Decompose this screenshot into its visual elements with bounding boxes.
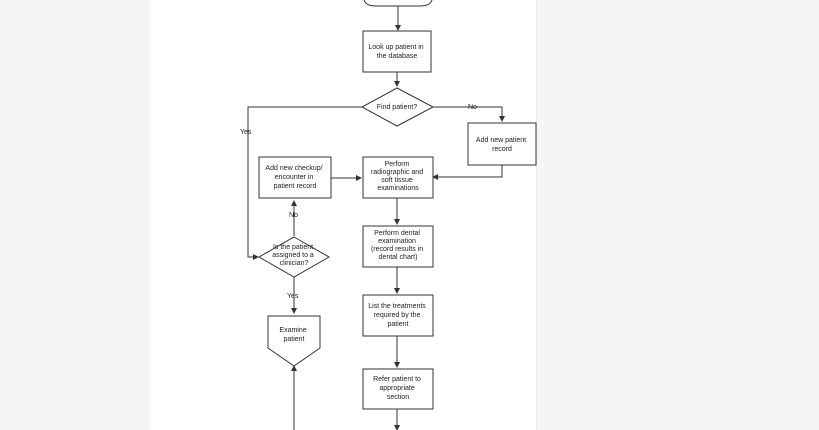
box-refer [362,368,434,410]
edge-label-find-yes: Yes [240,129,252,136]
box-list-treatments [362,294,434,337]
start-terminator [363,0,433,7]
label-refer: Refer patient to appropriate section [373,376,423,401]
box-perform-dental [362,225,434,268]
edge-label-assigned-yes: Yes [287,293,299,300]
edge-find-yes-down-left [247,106,362,260]
edge-label-assigned-no: No [289,212,298,219]
label-perform-radio: Perform radiographic and soft tissue exa… [371,161,425,192]
label-lookup: Look up patient in the database [368,44,425,60]
box-add-checkup [258,156,332,199]
box-perform-radio [362,156,434,199]
edge-find-no-to-add-record [433,106,505,122]
label-find-patient: Find patient? [377,104,418,111]
label-add-checkup: Add new checkup/ encounter in patient re… [265,165,324,190]
label-assigned-clinician: Is the patient assigned to a clinician? [272,244,316,267]
shape-examine-patient [267,315,321,367]
box-lookup [362,30,432,73]
document-page [150,0,537,430]
label-list-treatments: List the treatments required by the pati… [368,303,428,328]
label-perform-dental: Perform dental examination (record resul… [371,230,425,261]
diamond-find-patient [360,87,435,127]
edge-label-find-no: No [468,104,477,111]
connectors [247,0,505,430]
label-add-record: Add new patient record [476,137,528,153]
diamond-assigned-clinician [257,236,331,278]
label-examine-patient: Examine patient [279,327,308,343]
edge-add-record-to-perform-radio [432,165,503,180]
box-add-record [467,122,537,166]
